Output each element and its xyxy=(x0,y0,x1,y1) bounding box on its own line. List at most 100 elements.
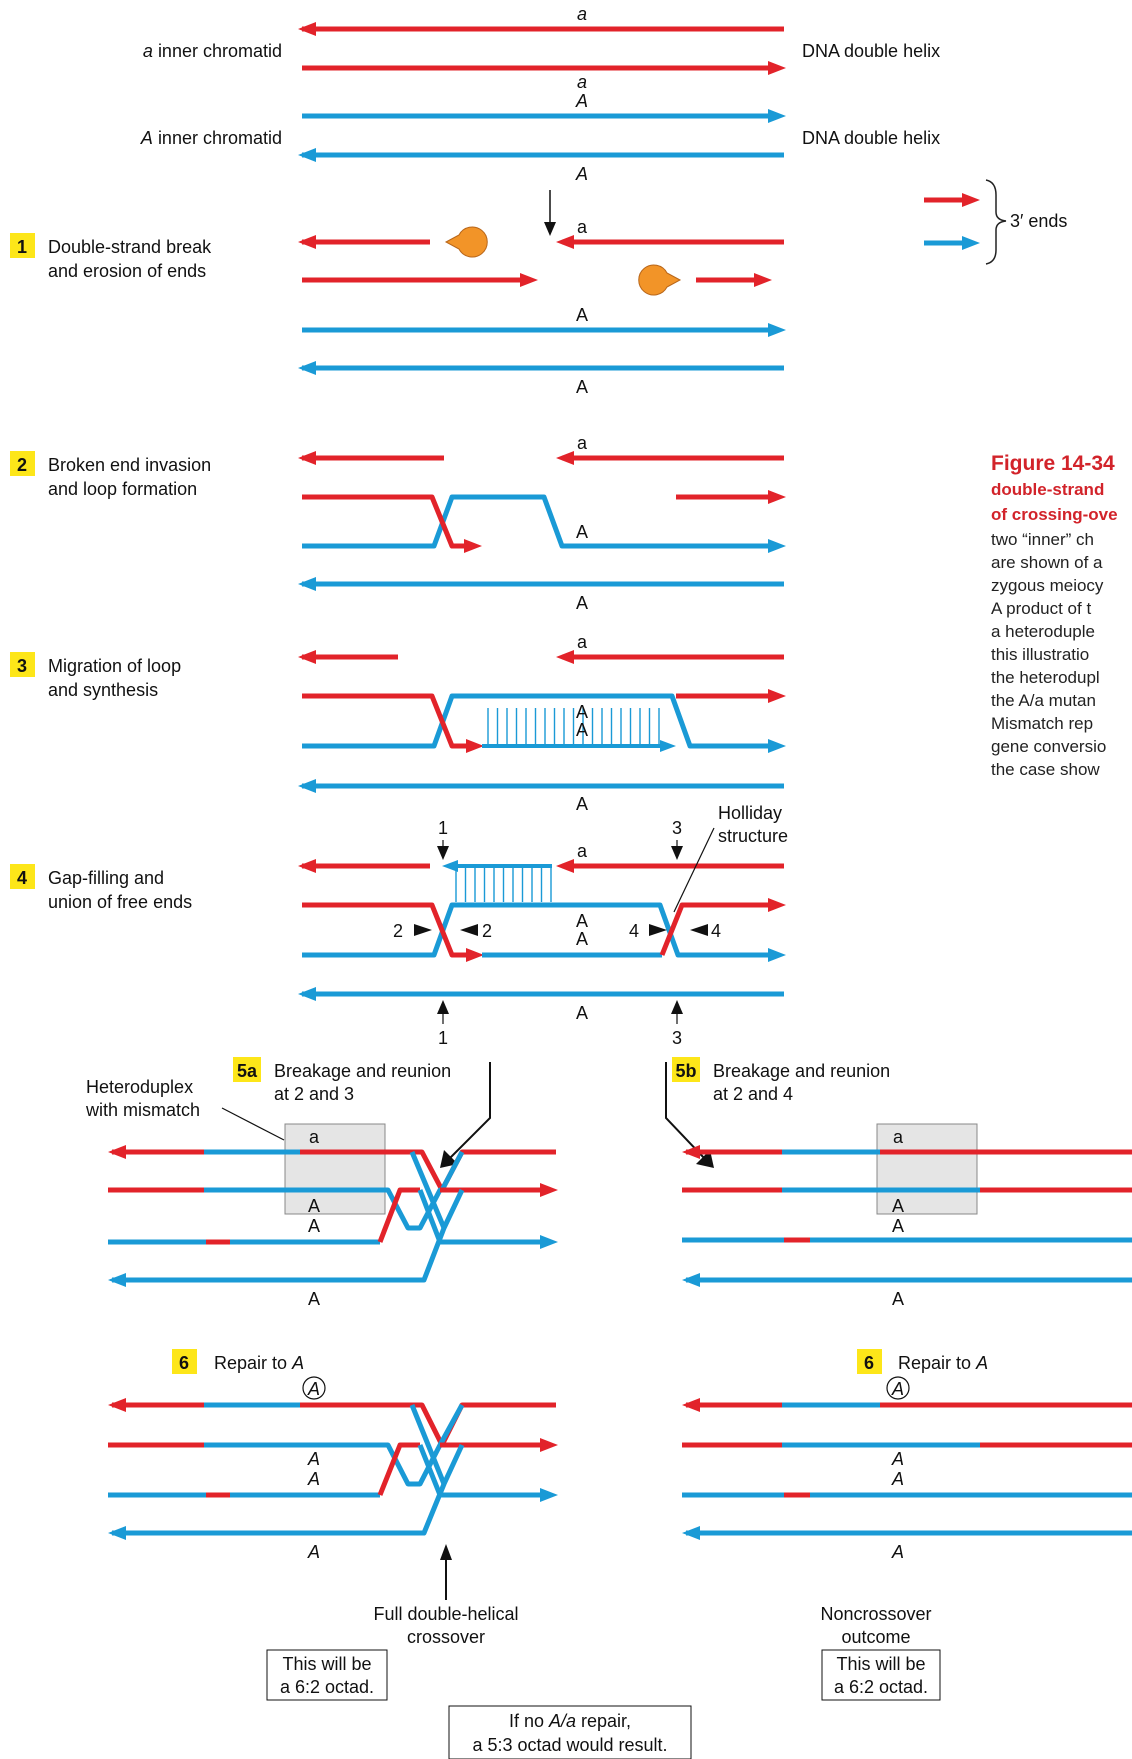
arrow-right-icon xyxy=(466,739,484,753)
strand-label: A xyxy=(891,1542,904,1562)
exonuclease-icon xyxy=(444,226,488,258)
no-repair-note: If no A/a repair, a 5:3 octad would resu… xyxy=(448,1705,692,1759)
arrow-right-icon xyxy=(768,490,786,504)
step-badge-5a xyxy=(233,1057,261,1082)
strand-label: A xyxy=(308,1196,320,1216)
arrow-up-icon xyxy=(671,1000,683,1014)
step-2-diagram: a A A xyxy=(298,433,786,613)
arrow-left-icon xyxy=(298,361,316,375)
arrow-down-icon xyxy=(437,846,449,860)
arrow-left-icon xyxy=(298,148,316,162)
holliday-label: Holliday xyxy=(718,803,782,823)
arrow-left-icon xyxy=(298,987,316,1001)
heteroduplex-pointer xyxy=(221,1107,285,1141)
step-badge-6 xyxy=(172,1349,197,1374)
arrow-left-icon xyxy=(298,451,316,465)
caption-line: Mismatch rep xyxy=(991,714,1093,733)
outcome-label: Noncrossover xyxy=(820,1604,931,1624)
strand-label: A xyxy=(576,929,588,949)
holliday-label: structure xyxy=(718,826,788,846)
arrow-right-icon xyxy=(768,739,786,753)
arrow-right-icon xyxy=(540,1488,558,1502)
step-title: Broken end invasion xyxy=(48,455,211,475)
outcome-label: Full double-helical xyxy=(373,1604,518,1624)
arrow-left-icon xyxy=(460,924,478,936)
step-title: Repair to A xyxy=(898,1353,988,1373)
arrow-left-icon xyxy=(108,1145,126,1159)
cut-marker-label: 2 xyxy=(393,921,403,941)
arrow-left-icon xyxy=(298,650,316,664)
step-title: at 2 and 3 xyxy=(274,1084,354,1104)
holliday-pointer xyxy=(673,827,715,913)
strand-label: A xyxy=(891,1449,904,1469)
step-title: and erosion of ends xyxy=(48,261,206,281)
step-title: Breakage and reunion xyxy=(713,1061,890,1081)
strand-label: A xyxy=(576,702,588,722)
step-title: union of free ends xyxy=(48,892,192,912)
arrow-right-icon xyxy=(649,924,667,936)
step-number: 3 xyxy=(17,656,27,676)
label-a-mid: a xyxy=(577,72,587,92)
arrow-right-icon xyxy=(962,193,980,207)
step-badge-3 xyxy=(10,652,35,677)
base-pair-ticks xyxy=(455,868,552,902)
arrow-right-icon xyxy=(768,948,786,962)
caption-bold: of crossing-ove xyxy=(991,505,1118,524)
arrow-right-icon xyxy=(768,323,786,337)
caption-title: Figure 14-34 xyxy=(991,452,1115,475)
octad-box xyxy=(821,1649,941,1701)
step-title: Migration of loop xyxy=(48,656,181,676)
arrow-right-icon xyxy=(414,924,432,936)
arrow-left-icon xyxy=(556,451,574,465)
base-pair-ticks xyxy=(487,708,660,744)
caption-line: A product of t xyxy=(991,599,1091,618)
arrow-right-icon xyxy=(768,689,786,703)
label-A-mid: A xyxy=(575,91,588,111)
arrow-up-icon xyxy=(440,1544,452,1560)
legend-label: 3′ ends xyxy=(1010,211,1067,231)
step-1-diagram: a A A xyxy=(298,190,786,397)
arrow-right-icon xyxy=(540,1183,558,1197)
arrow-down-icon xyxy=(671,846,683,860)
strand-label: A xyxy=(892,1289,904,1309)
step-badge-2 xyxy=(10,451,35,476)
caption-line: are shown of a xyxy=(991,553,1103,572)
arrow-left-icon xyxy=(556,650,574,664)
heteroduplex-label: with mismatch xyxy=(85,1100,200,1120)
arrow-right-icon xyxy=(768,898,786,912)
strand-label: a xyxy=(577,632,588,652)
repair-circle xyxy=(886,1376,910,1400)
heteroduplex-label: Heteroduplex xyxy=(86,1077,193,1097)
arrow-right-icon xyxy=(754,273,772,287)
step-number: 2 xyxy=(17,455,27,475)
caption-bold: double-strand xyxy=(991,480,1104,499)
strand-label: A xyxy=(576,720,588,740)
caption-line: the A/a mutan xyxy=(991,691,1096,710)
strand-label: A xyxy=(308,1289,320,1309)
arrow-left-icon xyxy=(682,1145,700,1159)
step-title: Breakage and reunion xyxy=(274,1061,451,1081)
label-A-bot: A xyxy=(575,164,588,184)
dna-helix-label-1: DNA double helix xyxy=(802,41,940,61)
step-badge-4 xyxy=(10,864,35,889)
step-number: 1 xyxy=(17,237,27,257)
arrow-left-icon xyxy=(108,1526,126,1540)
strand-label: A xyxy=(308,1216,320,1236)
step-labels: 1 Double-strand break and erosion of end… xyxy=(10,233,212,912)
arrow-right-icon xyxy=(962,236,980,250)
arrow-right-icon xyxy=(540,1438,558,1452)
arrow-left-icon xyxy=(682,1273,700,1287)
cut-marker-label: 4 xyxy=(711,921,721,941)
step-3-diagram: a A A A xyxy=(298,632,786,814)
caption-line: zygous meiocy xyxy=(991,576,1104,595)
strand-label: A xyxy=(892,1216,904,1236)
caption-line: the heterodupl xyxy=(991,668,1100,687)
arrow-left-icon xyxy=(298,859,316,873)
strand-label: A xyxy=(576,911,588,931)
strand-label: a xyxy=(577,841,588,861)
caption-line: this illustratio xyxy=(991,645,1089,664)
arrow-right-icon xyxy=(540,1235,558,1249)
outcome-label: crossover xyxy=(407,1627,485,1647)
step-4-diagram: a A A A 1 3 1 3 2 2 4 xyxy=(298,803,788,1048)
